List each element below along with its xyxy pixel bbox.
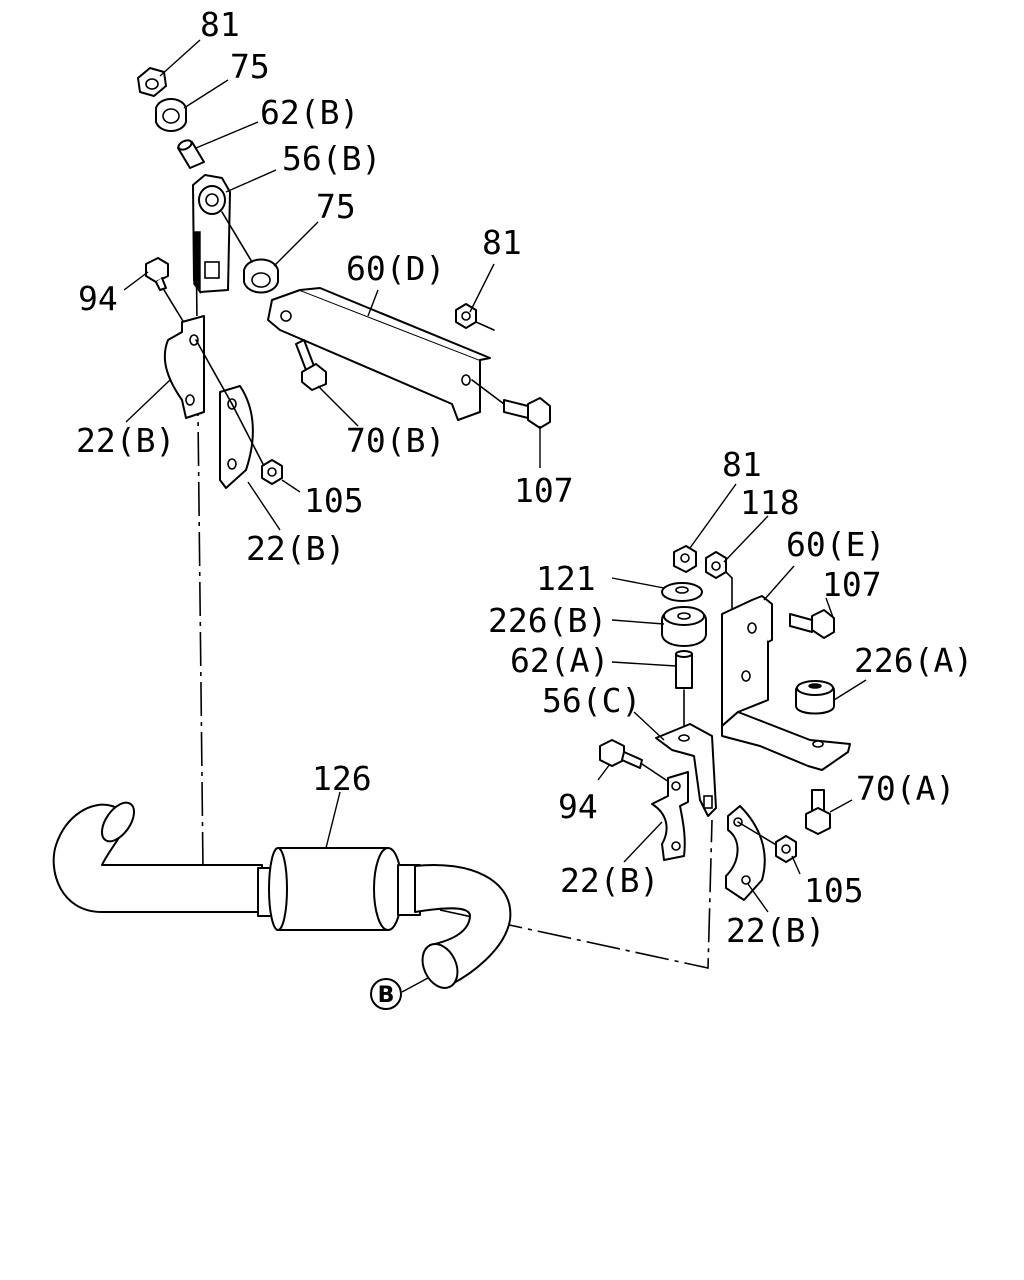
label-105-right: 105 (804, 871, 864, 910)
nut-105-right (775, 835, 797, 863)
bracket-56b (192, 174, 231, 295)
label-94-left: 94 (78, 279, 118, 318)
center-line-right (439, 819, 713, 969)
clamp-22b-upper-right (651, 771, 689, 861)
part-labels: 81 75 62(B) 56(B) 75 81 60(D) 94 22(B) 7… (76, 5, 973, 950)
label-22b-lower-right: 22(B) (726, 911, 825, 950)
label-121: 121 (536, 559, 596, 598)
label-75-mid: 75 (316, 187, 356, 226)
leader-lines (123, 39, 867, 993)
bolt-94-right (599, 739, 673, 785)
nut-81-60d (455, 303, 495, 331)
label-70b: 70(B) (346, 421, 445, 460)
nut-118 (705, 551, 733, 613)
mount-226b (661, 606, 707, 647)
sleeve-62a (675, 650, 693, 689)
bolt-107-right (789, 609, 835, 639)
bolt-107-upper (471, 379, 551, 429)
bracket-60d (267, 287, 491, 421)
label-70a: 70(A) (856, 769, 955, 808)
label-107-upper: 107 (514, 471, 574, 510)
label-56b: 56(B) (282, 139, 381, 178)
label-62a: 62(A) (510, 641, 609, 680)
label-75-top: 75 (230, 47, 270, 86)
clamp-22b-lower-left (195, 339, 265, 489)
bushing-75-top (155, 98, 187, 132)
label-56c: 56(C) (542, 681, 641, 720)
clamp-22b-lower-right (725, 805, 779, 901)
bolt-70a (805, 789, 831, 835)
nut-81-top (137, 67, 167, 97)
bolt-70b (295, 339, 327, 391)
label-226a: 226(A) (854, 641, 973, 680)
clamp-22b-upper-left (163, 315, 205, 419)
label-94-right: 94 (558, 787, 598, 826)
nut-81-right (673, 545, 697, 573)
label-60e: 60(E) (786, 525, 885, 564)
exhaust-pipe (52, 801, 263, 913)
label-126: 126 (312, 759, 372, 798)
label-107-right: 107 (822, 565, 882, 604)
label-81-60d: 81 (482, 223, 522, 262)
label-22b-lower-left: 22(B) (246, 529, 345, 568)
label-22b-upper-left: 22(B) (76, 421, 175, 460)
bolt-94-left (145, 257, 187, 327)
reference-marker-b: B (370, 978, 402, 1010)
label-118: 118 (740, 483, 800, 522)
reference-b-label: B (378, 983, 395, 1008)
label-105-left: 105 (304, 481, 364, 520)
sleeve-62b (177, 139, 205, 169)
label-62b: 62(B) (260, 93, 359, 132)
label-81-top: 81 (200, 5, 240, 44)
label-60d: 60(D) (346, 249, 445, 288)
mount-226a (795, 680, 835, 715)
washer-121 (661, 582, 703, 602)
bracket-56c (655, 723, 717, 817)
nut-105-left (261, 459, 283, 485)
label-226b: 226(B) (488, 601, 607, 640)
bracket-60e (721, 595, 851, 771)
bushing-75-mid (243, 258, 279, 294)
label-81-right: 81 (722, 445, 762, 484)
tail-pipe (414, 864, 512, 989)
label-22b-upper-right: 22(B) (560, 861, 659, 900)
muffler (257, 847, 421, 931)
